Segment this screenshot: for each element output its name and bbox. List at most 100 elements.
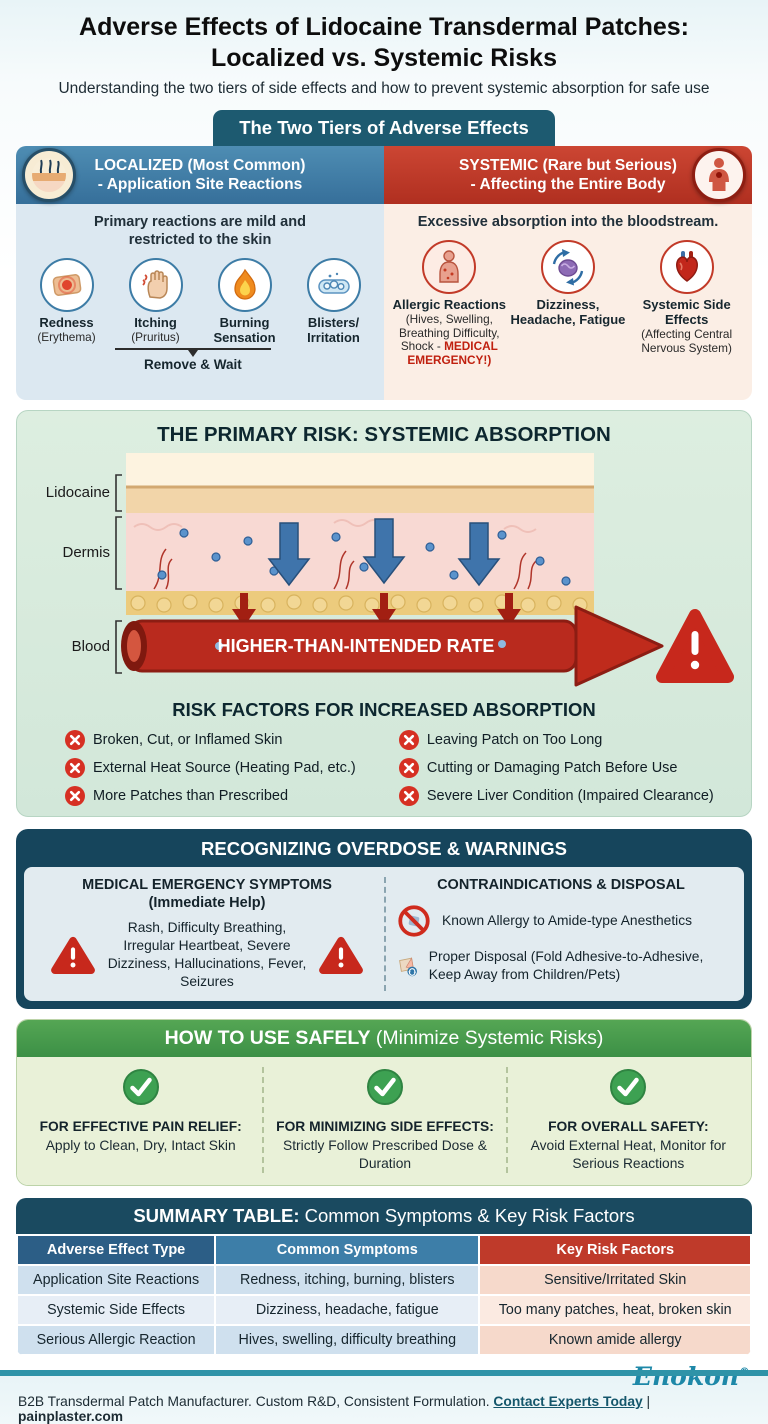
bottom-accent-bar <box>0 1370 768 1376</box>
table-cell: Dizziness, headache, fatigue <box>214 1293 481 1326</box>
warning-triangle-icon <box>319 936 363 975</box>
blisters-icon <box>306 258 361 313</box>
overdose-section: RECOGNIZING OVERDOSE & WARNINGS MEDICAL … <box>16 829 752 1009</box>
contraindication-text: Known Allergy to Amide-type Anesthetics <box>442 913 693 929</box>
table-cell: Application Site Reactions <box>16 1263 217 1296</box>
risk-item: Severe Liver Condition (Impaired Clearan… <box>398 786 741 806</box>
table-cell: Known amide allergy <box>478 1323 752 1356</box>
remove-wait-bracket <box>114 348 272 356</box>
safety-column-pain-relief: FOR EFFECTIVE PAIN RELIEF: Apply to Clea… <box>19 1067 262 1173</box>
x-circle-icon <box>65 730 85 750</box>
page-title: Adverse Effects of Lidocaine Transdermal… <box>16 12 752 73</box>
page-subtitle: Understanding the two tiers of side effe… <box>58 80 710 97</box>
risk-item-text: More Patches than Prescribed <box>93 788 289 804</box>
overdose-panel: MEDICAL EMERGENCY SYMPTOMS (Immediate He… <box>24 867 744 1001</box>
effect-label: Allergic Reactions <box>392 297 507 313</box>
effect-sub: (Erythema) <box>37 330 96 345</box>
effect-label: Systemic Side Effects <box>642 297 731 328</box>
emergency-symptoms-column: MEDICAL EMERGENCY SYMPTOMS (Immediate He… <box>30 876 384 991</box>
table-cell: Serious Allergic Reaction <box>16 1323 217 1356</box>
systemic-title-line1: SYSTEMIC (Rare but Serious) <box>459 156 677 174</box>
scratching-hand-icon <box>128 258 183 313</box>
effect-burning: Burning Sensation <box>200 258 289 346</box>
risk-item-text: External Heat Source (Heating Pad, etc.) <box>93 760 356 776</box>
table-cell: Too many patches, heat, broken skin <box>478 1293 752 1326</box>
contact-experts-link[interactable]: Contact Experts Today <box>493 1393 643 1409</box>
effect-redness: Redness (Erythema) <box>22 258 111 346</box>
panel-divider <box>384 877 386 991</box>
effect-itching: Itching (Pruritus) <box>111 258 200 346</box>
brand-logo: Enokon® <box>633 1362 750 1391</box>
localized-effects-row: Redness (Erythema) Itching (Pruritus) <box>22 258 378 346</box>
heart-icon <box>659 240 714 295</box>
emergency-symptoms-title: MEDICAL EMERGENCY SYMPTOMS (Immediate He… <box>38 876 376 912</box>
overdose-title: RECOGNIZING OVERDOSE & WARNINGS <box>201 838 567 859</box>
effect-label: Burning Sensation <box>213 315 276 346</box>
safety-title-bold: HOW TO USE SAFELY <box>164 1026 371 1049</box>
table-header-effect-type: Adverse Effect Type <box>16 1233 217 1266</box>
summary-title-bold: SUMMARY TABLE: <box>133 1204 300 1226</box>
systemic-title-line2: - Affecting the Entire Body <box>470 176 666 193</box>
absorption-title: THE PRIMARY RISK: SYSTEMIC ABSORPTION <box>157 423 611 446</box>
flame-icon <box>217 258 272 313</box>
risk-item-text: Cutting or Damaging Patch Before Use <box>426 760 678 776</box>
x-circle-icon <box>65 786 85 806</box>
effect-dizziness: Dizziness, Headache, Fatigue <box>509 240 626 367</box>
localized-description: Primary reactions are mild and restricte… <box>94 214 306 249</box>
systemic-effects-row: Allergic Reactions (Hives, Swelling, Bre… <box>390 240 746 367</box>
summary-title-rest: Common Symptoms & Key Risk Factors <box>299 1204 635 1226</box>
effect-sub: (Affecting Central Nervous System) <box>641 327 733 355</box>
x-circle-icon <box>398 786 419 806</box>
table-header-risk-factors: Key Risk Factors <box>478 1233 752 1266</box>
layer-label-lidocaine: Lidocaine <box>46 484 110 501</box>
effect-sub: (Pruritus) <box>131 330 180 345</box>
table-cell: Systemic Side Effects <box>16 1293 217 1326</box>
risk-factors-list: Broken, Cut, or Inflamed Skin Leaving Pa… <box>65 730 741 806</box>
effect-sub-emergency: MEDICAL EMERGENCY!) <box>407 339 498 367</box>
summary-title: SUMMARY TABLE: Common Symptoms & Key Ris… <box>16 1197 752 1234</box>
skin-layers-icon <box>22 148 76 202</box>
safety-columns: FOR EFFECTIVE PAIN RELIEF: Apply to Clea… <box>17 1056 751 1185</box>
table-cell: Redness, itching, burning, blisters <box>214 1263 481 1296</box>
contraindications-column: CONTRAINDICATIONS & DISPOSAL Known Aller… <box>384 876 738 991</box>
table-row: Application Site Reactions Redness, itch… <box>16 1263 752 1296</box>
effect-systemic-cns: Systemic Side Effects (Affecting Central… <box>628 240 745 367</box>
systemic-body: Excessive absorption into the bloodstrea… <box>384 204 752 400</box>
check-circle-icon <box>122 1068 159 1105</box>
effect-allergic: Allergic Reactions (Hives, Swelling, Bre… <box>391 240 508 367</box>
skin-absorption-diagram: HIGHER-THAN-INTENDED RATE Lidocaine Derm… <box>27 449 741 694</box>
remove-wait-label: Remove & Wait <box>143 357 242 373</box>
summary-section: SUMMARY TABLE: Common Symptoms & Key Ris… <box>16 1197 752 1356</box>
safety-title: HOW TO USE SAFELY (Minimize Systemic Ris… <box>17 1019 751 1057</box>
risk-item-text: Leaving Patch on Too Long <box>426 732 603 748</box>
warning-triangle-icon <box>51 936 95 975</box>
effect-label: Blisters/ Irritation <box>307 315 360 346</box>
disposal-text: Proper Disposal (Fold Adhesive-to-Adhesi… <box>428 949 704 983</box>
contraindication-item: Known Allergy to Amide-type Anesthetics <box>392 903 730 939</box>
localized-header: LOCALIZED (Most Common) - Application Si… <box>16 146 384 204</box>
brand-name: Enokon <box>632 1361 739 1391</box>
absorption-rate-arrow-text: HIGHER-THAN-INTENDED RATE <box>218 636 495 656</box>
disposal-item: Proper Disposal (Fold Adhesive-to-Adhesi… <box>392 948 730 984</box>
risk-factors-title: RISK FACTORS FOR INCREASED ABSORPTION <box>172 699 596 720</box>
prohibited-icon <box>398 905 430 937</box>
x-circle-icon <box>65 758 85 778</box>
table-header-symptoms: Common Symptoms <box>214 1233 481 1266</box>
safety-column-side-effects: FOR MINIMIZING SIDE EFFECTS: Strictly Fo… <box>262 1066 505 1173</box>
risk-item: More Patches than Prescribed <box>65 786 391 806</box>
x-circle-icon <box>398 730 419 750</box>
summary-table: Adverse Effect Type Common Symptoms Key … <box>16 1233 752 1356</box>
site-link[interactable]: painplaster.com <box>18 1408 124 1424</box>
risk-item-text: Broken, Cut, or Inflamed Skin <box>93 732 283 748</box>
contraindications-title: CONTRAINDICATIONS & DISPOSAL <box>437 877 685 893</box>
disposal-folded-patch-icon <box>399 957 417 977</box>
emergency-symptoms-text: Rash, Difficulty Breathing, Irregular He… <box>107 920 307 990</box>
safety-column-text: Strictly Follow Prescribed Dose & Durati… <box>283 1137 487 1171</box>
effect-sub-prefix: (Hives, Swelling, Breathing Difficulty, … <box>399 312 500 354</box>
emergency-title-line2: (Immediate Help) <box>148 895 266 912</box>
absorption-section: THE PRIMARY RISK: SYSTEMIC ABSORPTION <box>16 410 752 817</box>
effect-label: Itching <box>134 315 177 331</box>
risk-item: Leaving Patch on Too Long <box>398 730 741 750</box>
dizzy-brain-icon <box>540 240 595 295</box>
safety-column-text: Avoid External Heat, Monitor for Serious… <box>530 1137 726 1171</box>
